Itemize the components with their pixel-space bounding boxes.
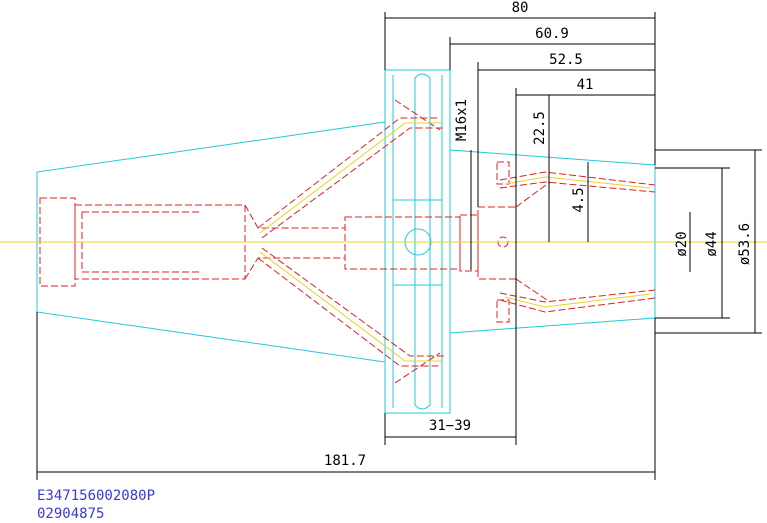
collet-taper: [515, 278, 551, 303]
coolant-channel: [394, 352, 441, 384]
cone-transition: [244, 257, 345, 280]
collet-taper: [515, 181, 551, 208]
coolant-channel: [257, 117, 440, 229]
dim-dia20: ø20: [674, 231, 690, 256]
dim-dia53-6: ø53.6: [737, 223, 753, 265]
yellow-lines: [0, 122, 767, 362]
v-groove-bottom: [414, 404, 431, 410]
dim-range: 31−39: [429, 418, 471, 434]
coolant-channel: [261, 247, 445, 357]
dim-total: 181.7: [324, 453, 366, 469]
part-number: E347156002080P: [37, 488, 155, 504]
dim-41: 41: [577, 77, 594, 93]
dim-22-5: 22.5: [532, 111, 548, 145]
serial-number: 02904875: [37, 506, 104, 522]
coolant-channel: [394, 99, 441, 131]
coolant-path: [259, 122, 442, 234]
dim-4-5: 4.5: [571, 187, 587, 212]
collet-slot: [496, 299, 510, 323]
center-bore: [344, 216, 461, 270]
part-codes: E347156002080P 02904875: [37, 488, 155, 522]
dim-80: 80: [512, 0, 529, 16]
dim-m16: M16x1: [454, 99, 470, 141]
cone-transition: [244, 204, 345, 229]
dimensions: 80 60.9 52.5 41 22.5 M16x1 4.5 ø20 ø44: [36, 0, 762, 480]
v-groove-top: [414, 73, 431, 79]
collet-taper: [499, 289, 656, 303]
front-bore: [477, 206, 517, 280]
dim-dia44: ø44: [704, 231, 720, 256]
coolant-path: [504, 293, 651, 308]
coolant-channel: [261, 127, 445, 239]
dim-52-5: 52.5: [549, 52, 583, 68]
collet-taper: [499, 171, 656, 186]
collet-taper: [499, 181, 656, 193]
coolant-path: [504, 176, 651, 189]
collet-taper: [499, 297, 656, 313]
dim-60-9: 60.9: [535, 26, 569, 42]
front-thread: [459, 214, 479, 272]
coolant-channel: [257, 257, 440, 367]
coolant-path: [259, 251, 442, 362]
collet-slot: [496, 161, 510, 185]
